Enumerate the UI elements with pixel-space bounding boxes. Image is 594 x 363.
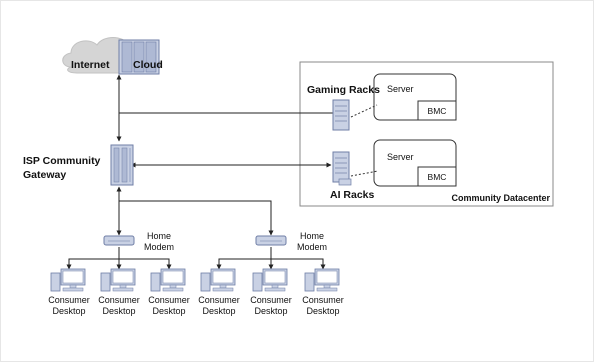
modem2-desktop4-link bbox=[216, 247, 272, 270]
gaming-server-label: Server bbox=[387, 84, 414, 94]
desktop-label-line1: Consumer bbox=[98, 295, 140, 305]
cloud-left-label: Internet bbox=[71, 59, 110, 71]
ai-rack-icon bbox=[332, 151, 352, 186]
desktop-label-line1: Consumer bbox=[250, 295, 292, 305]
ai-racks-label: AI Racks bbox=[330, 189, 375, 201]
ai-bmc-label: BMC bbox=[428, 172, 447, 182]
consumer-desktop-icon bbox=[150, 268, 186, 292]
gateway-label-line2: Gateway bbox=[23, 169, 66, 181]
gaming-bmc-link bbox=[350, 104, 378, 118]
ai-server-label: Server bbox=[387, 152, 414, 162]
modem2-desktop6-link bbox=[271, 258, 326, 270]
gaming-rack-icon bbox=[332, 99, 350, 131]
desktop-label-line2: Desktop bbox=[254, 306, 287, 316]
desktop-label-line2: Desktop bbox=[306, 306, 339, 316]
consumer-desktop-icon bbox=[200, 268, 236, 292]
gateway-gaming-link bbox=[118, 110, 340, 116]
desktop-label-line2: Desktop bbox=[152, 306, 185, 316]
gaming-bmc-label: BMC bbox=[428, 106, 447, 116]
modem1-desktop1-link bbox=[66, 247, 120, 270]
consumer-desktop-icon bbox=[304, 268, 340, 292]
gaming-bmc-box bbox=[417, 100, 457, 121]
ai-bmc-link bbox=[350, 170, 379, 177]
modem1-label-line1: Home bbox=[147, 231, 171, 241]
cloud-server-icon bbox=[118, 39, 160, 75]
datacenter-boundary bbox=[299, 61, 554, 207]
gateway-modem2-link bbox=[119, 200, 274, 236]
modem2-label-line1: Home bbox=[300, 231, 324, 241]
modem1-desktop3-link bbox=[119, 258, 172, 270]
consumer-desktop-icon bbox=[100, 268, 136, 292]
modem2-label-line2: Modem bbox=[297, 242, 327, 252]
desktop-label-line1: Consumer bbox=[48, 295, 90, 305]
desktop-label-line1: Consumer bbox=[302, 295, 344, 305]
modem1-label-line2: Modem bbox=[144, 242, 174, 252]
desktop-label-line2: Desktop bbox=[202, 306, 235, 316]
isp-gateway-icon bbox=[110, 144, 134, 186]
desktop-label-line2: Desktop bbox=[52, 306, 85, 316]
consumer-desktop-icon bbox=[252, 268, 288, 292]
consumer-desktop-icon bbox=[50, 268, 86, 292]
desktop-label-line2: Desktop bbox=[102, 306, 135, 316]
desktop-label-line1: Consumer bbox=[198, 295, 240, 305]
datacenter-label: Community Datacenter bbox=[451, 193, 550, 203]
gaming-racks-label: Gaming Racks bbox=[307, 84, 380, 96]
desktops-group: ConsumerDesktopConsumerDesktopConsumerDe… bbox=[48, 268, 344, 316]
ai-bmc-box bbox=[417, 166, 457, 187]
gateway-label-line1: ISP Community bbox=[23, 155, 101, 167]
internet-cloud: Internet Cloud bbox=[62, 37, 163, 75]
cloud-right-label: Cloud bbox=[133, 59, 163, 71]
home-modem-icon-2 bbox=[255, 235, 287, 246]
desktop-label-line1: Consumer bbox=[148, 295, 190, 305]
home-modem-icon-1 bbox=[103, 235, 135, 246]
